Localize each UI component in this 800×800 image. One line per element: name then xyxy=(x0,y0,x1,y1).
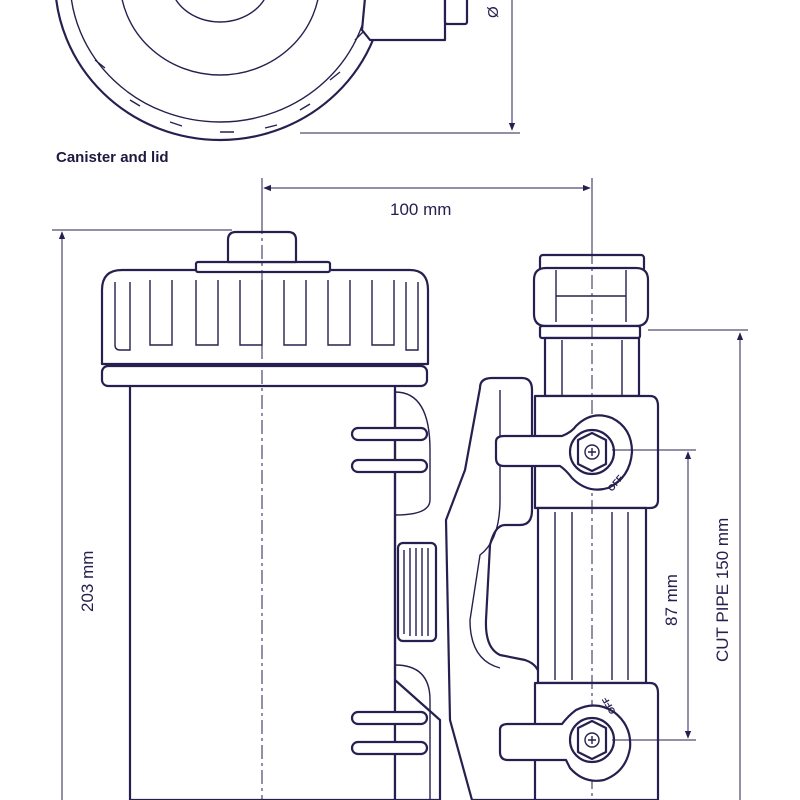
lid-top-view xyxy=(55,0,520,142)
inner-height-dimension xyxy=(612,449,696,741)
lower-valve xyxy=(498,704,632,782)
top-diameter-label: Ø xyxy=(485,6,502,18)
inner-height-label: 87 mm xyxy=(662,574,681,626)
width-label: 100 mm xyxy=(390,200,451,219)
cut-pipe-label: CUT PIPE 150 mm xyxy=(713,518,732,662)
height-dimension xyxy=(52,229,232,800)
canister-body xyxy=(100,230,430,800)
side-connector xyxy=(350,376,542,800)
upper-valve xyxy=(494,414,634,491)
cut-pipe-dimension xyxy=(648,329,748,800)
height-label: 203 mm xyxy=(78,551,97,612)
caption-canister-and-lid: Canister and lid xyxy=(56,149,169,166)
